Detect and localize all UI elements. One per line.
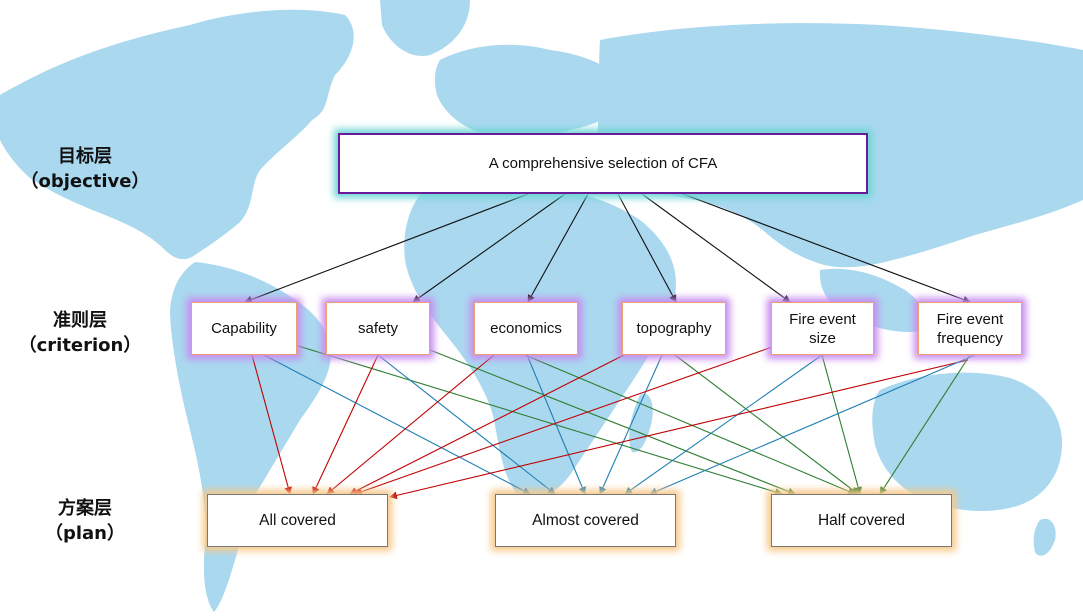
criterion-label: topography: [636, 320, 712, 337]
criterion-node-topography: topography: [622, 302, 726, 355]
criterion-node-fire-event-size: Fire event size: [771, 302, 874, 355]
plan-label: All covered: [259, 512, 336, 529]
plan-node-all-covered: All covered: [207, 494, 388, 547]
plan-label: Almost covered: [532, 512, 639, 529]
criterion-node-economics: economics: [474, 302, 578, 355]
plan-layer-zh: 方案层: [58, 498, 112, 519]
criterion-layer-en: （criterion）: [18, 335, 142, 356]
europe-shape: [434, 44, 630, 138]
goal-label: A comprehensive selection of CFA: [488, 155, 718, 172]
criterion-node-safety: safety: [326, 302, 430, 355]
plan-layer-label: 方案层 （plan）: [20, 496, 150, 546]
plan-label: Half covered: [817, 512, 905, 529]
criterion-node-fire-event-frequency: Fire event frequency: [918, 302, 1022, 355]
greenland-shape: [380, 0, 470, 56]
objective-layer-zh: 目标层: [58, 146, 112, 167]
plan-node-almost-covered: Almost covered: [495, 494, 676, 547]
criterion-label: Fire event size: [789, 310, 856, 347]
criterion-label: Capability: [211, 320, 277, 337]
north-america-shape: [0, 9, 354, 260]
criterion-label: economics: [490, 320, 562, 337]
madagascar-shape: [629, 393, 653, 453]
plan-layer-en: （plan）: [44, 523, 125, 544]
criterion-label: safety: [357, 320, 399, 337]
australia-shape: [872, 372, 1063, 512]
criterion-label: Fire event frequency: [936, 310, 1004, 347]
new-zealand-shape: [1033, 518, 1056, 556]
objective-layer-en: （objective）: [20, 171, 150, 192]
criterion-node-capability: Capability: [191, 302, 297, 355]
plan-node-half-covered: Half covered: [771, 494, 952, 547]
objective-layer-label: 目标层 （objective）: [20, 144, 150, 194]
criterion-layer-zh: 准则层: [53, 310, 107, 331]
criterion-layer-label: 准则层 （criterion）: [15, 308, 145, 358]
goal-node: A comprehensive selection of CFA: [338, 133, 868, 194]
watermark-text: https://blog.csdn.net/Rayme629: [847, 591, 1073, 607]
